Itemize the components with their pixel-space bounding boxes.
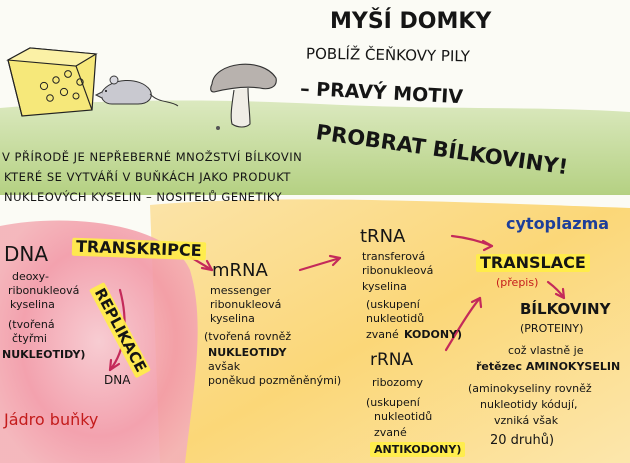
bilkoviny-desc-line-6: 20 druhů) [490,433,555,448]
mrna-desc-line-2: ribonukleová [210,298,282,311]
trna-desc-line-3: kyselina [362,280,407,293]
mrna-desc-line-7: poněkud pozměněnými) [208,374,342,387]
bilkoviny-title: BÍLKOVINY [520,300,611,318]
bilkoviny-desc-line-1: což vlastně je [508,344,584,357]
bilkoviny-desc-line-3: (aminokyseliny rovněž [468,382,592,395]
trna-desc-line-1: transferová [362,250,426,263]
dna-desc-line-2: ribonukleová [8,284,80,297]
mouse-drawing [94,75,179,107]
trna-desc-line-6: zvané [366,328,399,341]
bilkoviny-desc-line-4: nukleotidy kódují, [480,398,578,411]
trna-title: tRNA [360,226,406,247]
rrna-desc-line-4: zvané [374,426,407,439]
rrna-desc-line-3: nukleotidů [374,410,433,423]
nucleus-label: Jádro buňky [4,410,99,429]
trna-desc-line-4: (uskupení [366,298,420,311]
dna-desc-line-3: kyselina [10,298,55,311]
prepis-label: (přepis) [496,276,539,289]
dna-replica-label: DNA [104,373,131,387]
dna-desc-line-4: (tvořená [8,318,55,331]
mrna-desc-line-3: kyselina [210,312,255,325]
intro-line-3: NUKLEOVÝCH KYSELIN – NOSITELŮ GENETIKY [4,190,283,204]
title-line-1: MYŠÍ DOMKY [330,9,492,34]
mushroom-drawing [210,63,277,130]
mrna-desc-line-5: NUKLEOTIDY [208,346,287,359]
trna-desc-line-5: nukleotidů [366,312,425,325]
translace-label: TRANSLACE [476,254,590,272]
mrna-desc-line-6: avšak [208,360,241,373]
rrna-desc-line-2: (uskupení [366,396,420,409]
intro-line-2: KTERÉ SE VYTVÁŘÍ V BUŇKÁCH JAKO PRODUKT [4,170,291,184]
dna-desc-line-1: deoxy- [12,270,49,283]
dna-title: DNA [4,242,49,266]
rrna-antikodony: ANTIKODONY) [370,442,466,457]
rrna-to-translace-arrow [444,296,482,352]
cheese-drawing [6,47,98,117]
rrna-desc-line-1: ribozomy [372,376,424,389]
trna-kodony: KODONY) [404,328,463,341]
trna-desc-line-2: ribonukleová [362,264,434,277]
mrna-desc-line-4: (tvořená rovněž [204,330,292,343]
title-line-2: POBLÍŽ ČEŇKOVY PILY [305,44,471,66]
intro-line-1: V PŘÍRODĚ JE NEPŘEBERNÉ MNOŽSTVÍ BÍLKOVI… [2,150,303,164]
bilkoviny-desc-line-2: řetězec AMINOKYSELIN [476,360,621,373]
bilkoviny-sub: (PROTEINY) [520,322,584,335]
grass-band [0,100,630,195]
bilkoviny-desc-line-5: vzniká však [494,414,559,427]
mrna-desc-line-1: messenger [210,284,271,297]
dna-desc-line-5: čtyřmi [12,332,47,345]
cytoplazma-label: cytoplazma [506,214,610,233]
dna-desc-line-6: NUKLEOTIDY) [2,348,86,361]
mrna-to-trna-arrow [298,256,342,272]
mrna-title: mRNA [212,260,268,281]
rrna-title: rRNA [370,350,414,370]
nucleus-area [0,220,198,463]
